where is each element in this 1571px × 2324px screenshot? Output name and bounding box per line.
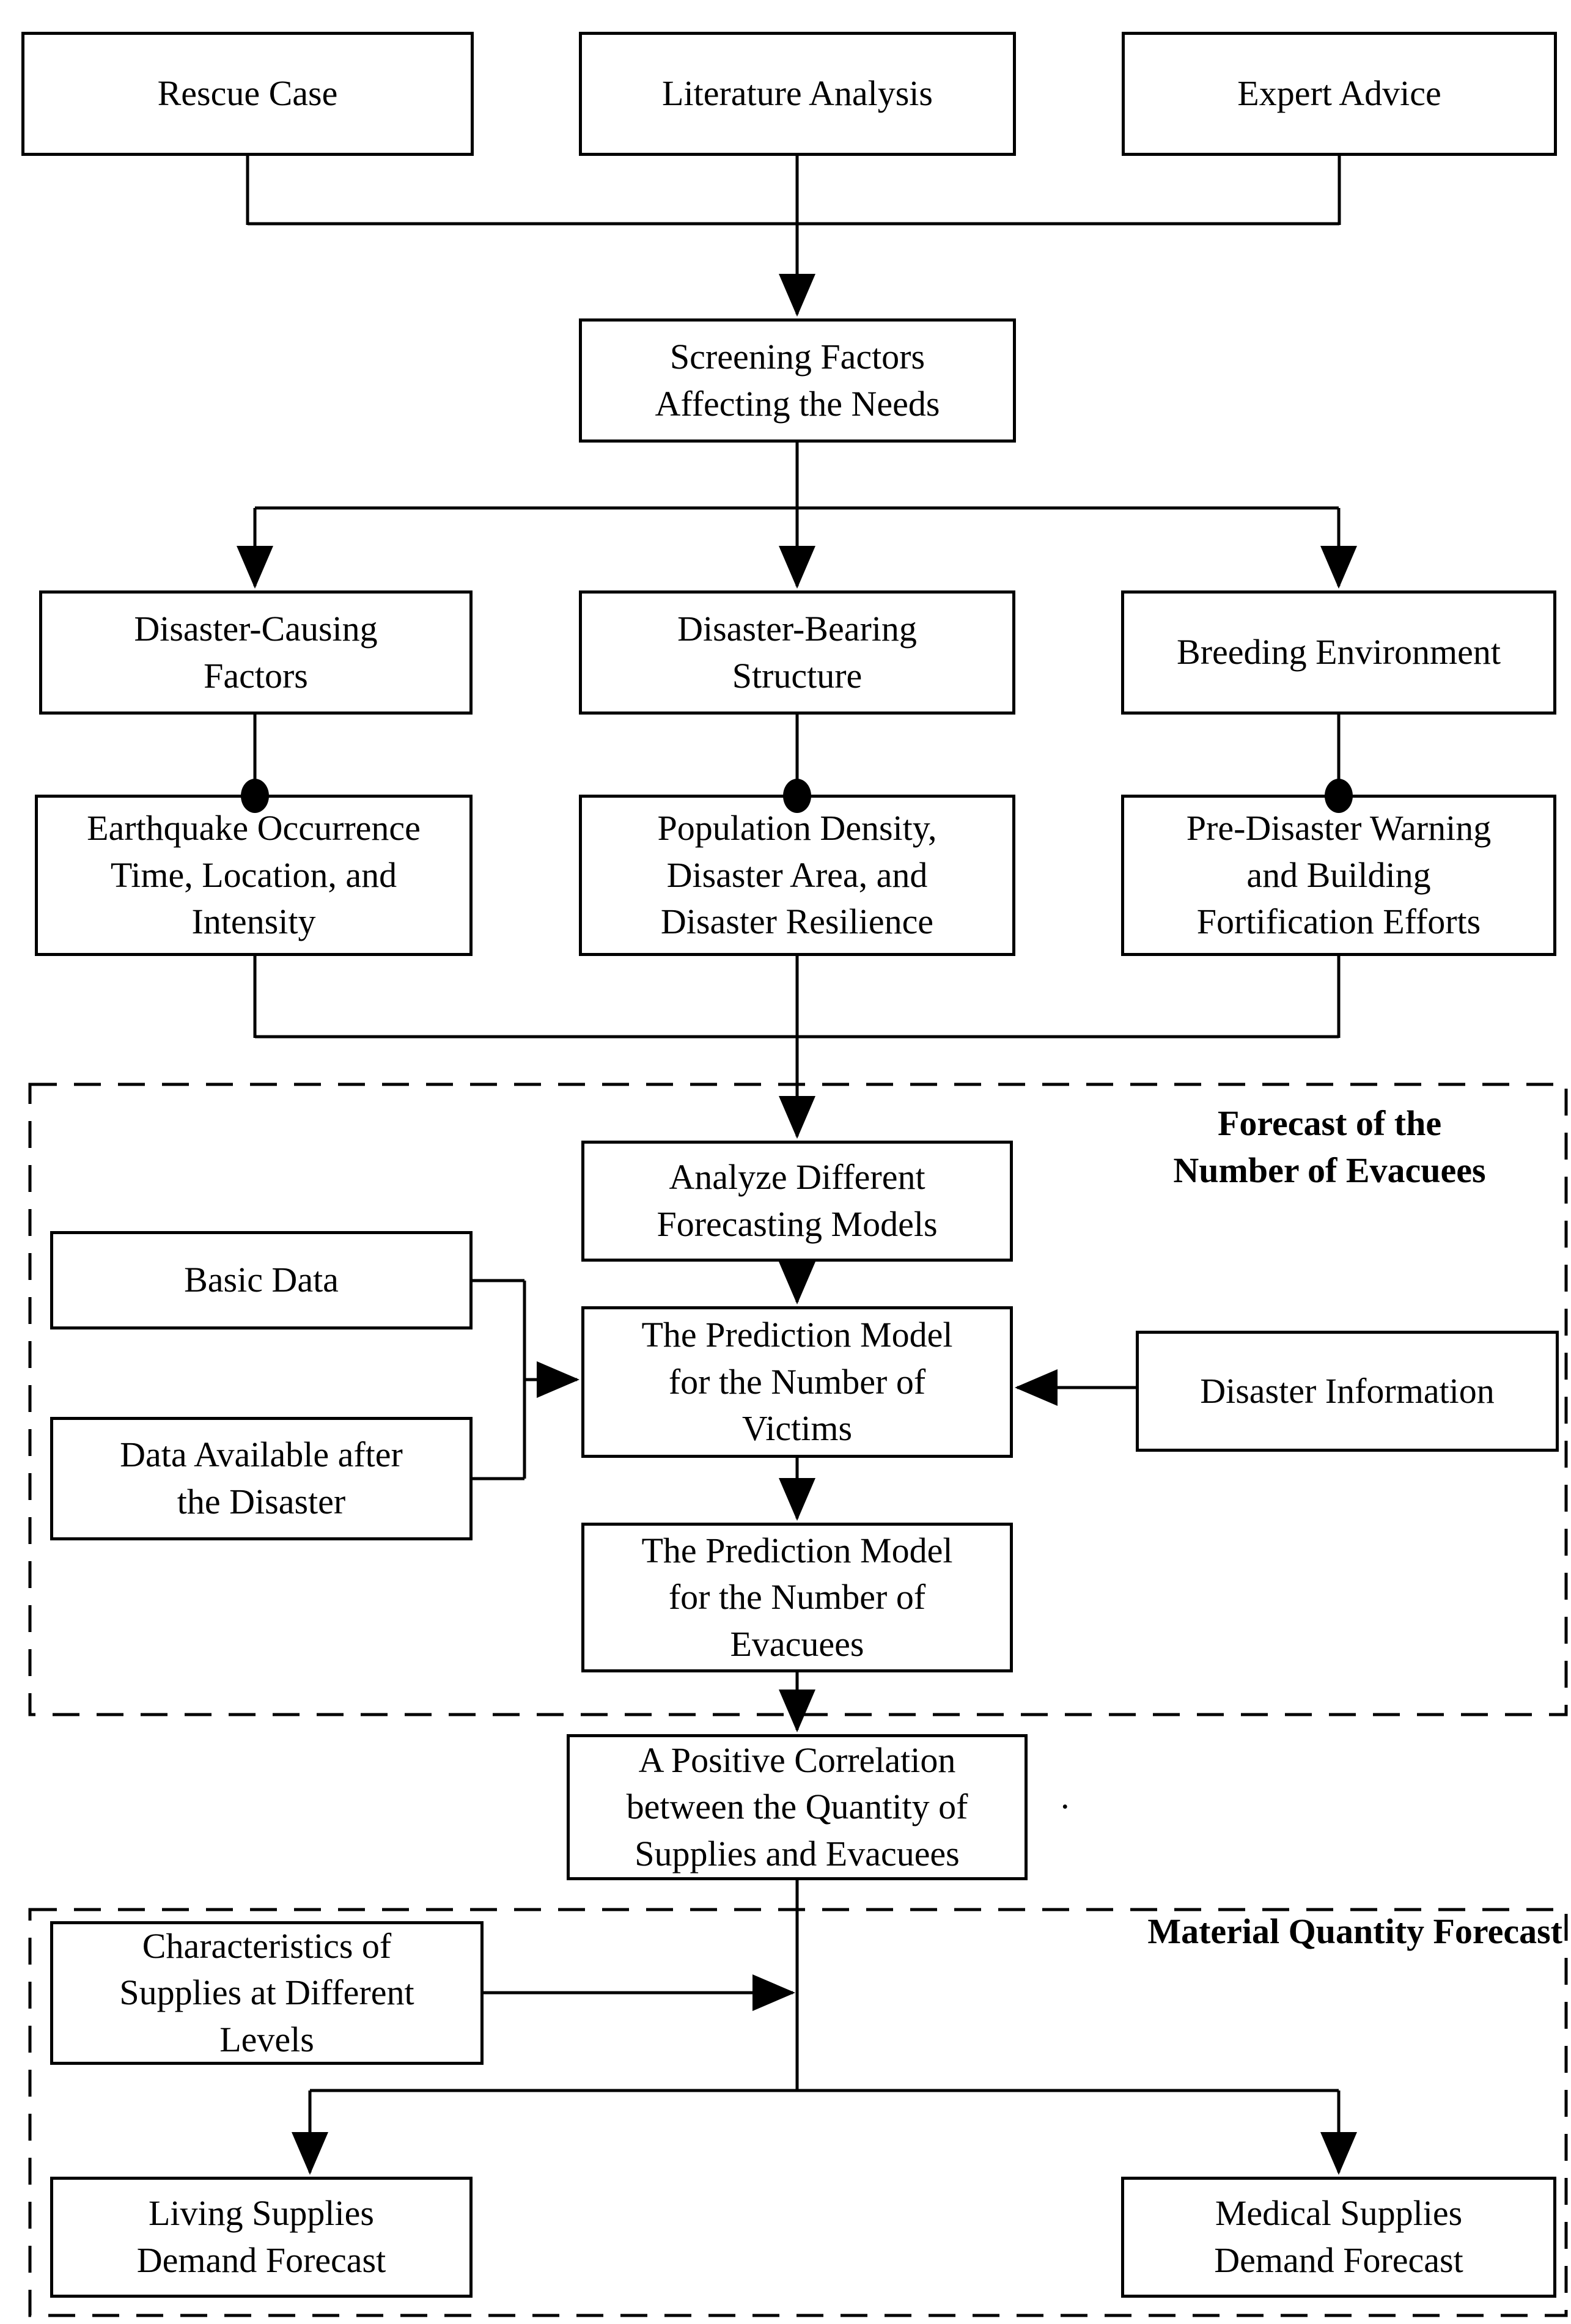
node-basic-data: Basic Data bbox=[50, 1231, 473, 1329]
node-literature-analysis: Literature Analysis bbox=[579, 32, 1016, 156]
node-characteristics-supplies: Characteristics of Supplies at Different… bbox=[50, 1921, 484, 2065]
node-rescue-case: Rescue Case bbox=[21, 32, 474, 156]
node-disaster-information: Disaster Information bbox=[1136, 1331, 1559, 1452]
region-label-material-quantity: Material Quantity Forecast bbox=[1147, 1911, 1562, 1951]
node-prediction-victims: The Prediction Model for the Number of V… bbox=[581, 1306, 1013, 1458]
node-prediction-evacuees: The Prediction Model for the Number of E… bbox=[581, 1523, 1013, 1672]
node-predisaster-warning: Pre-Disaster Warning and Building Fortif… bbox=[1121, 795, 1556, 956]
node-disaster-bearing-structure: Disaster-Bearing Structure bbox=[579, 590, 1015, 715]
connectors-top-sources bbox=[246, 156, 1341, 317]
node-data-available: Data Available after the Disaster bbox=[50, 1417, 473, 1540]
node-breeding-environment: Breeding Environment bbox=[1121, 590, 1556, 715]
node-earthquake-occurrence: Earthquake Occurrence Time, Location, an… bbox=[35, 795, 473, 956]
region-label-forecast-evacuees: Forecast of the Number of Evacuees bbox=[1173, 1103, 1486, 1190]
stray-period: . bbox=[1061, 1776, 1070, 1816]
node-living-supplies: Living Supplies Demand Forecast bbox=[50, 2177, 473, 2298]
node-population-density: Population Density, Disaster Area, and D… bbox=[579, 795, 1015, 956]
node-medical-supplies: Medical Supplies Demand Forecast bbox=[1121, 2177, 1556, 2298]
node-expert-advice: Expert Advice bbox=[1122, 32, 1557, 156]
node-screening-factors: Screening Factors Affecting the Needs bbox=[579, 318, 1016, 443]
node-positive-correlation: A Positive Correlation between the Quant… bbox=[567, 1734, 1028, 1880]
node-analyze-models: Analyze Different Forecasting Models bbox=[581, 1141, 1013, 1262]
node-disaster-causing-factors: Disaster-Causing Factors bbox=[39, 590, 473, 715]
connectors-factor-details bbox=[253, 715, 1341, 795]
connectors-screening-to-factors bbox=[237, 443, 1357, 589]
